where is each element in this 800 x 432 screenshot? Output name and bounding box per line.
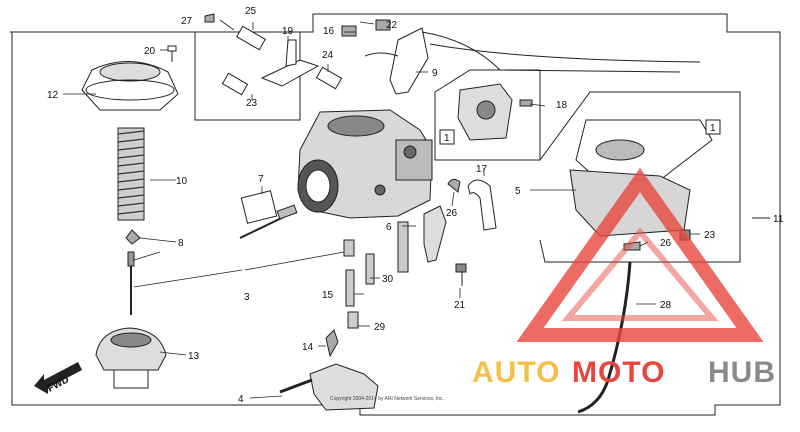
fwd-arrow-icon (34, 362, 82, 394)
clip-icon (125, 229, 141, 245)
jet-icon (343, 221, 409, 329)
valve-box (434, 69, 541, 161)
callout-label: 28 (660, 300, 672, 311)
watermark-moto: MOTO (572, 356, 665, 389)
callout-label: 30 (382, 274, 394, 285)
callout-label: 22 (386, 20, 398, 31)
screw-icon (455, 263, 467, 286)
diaphragm-icon (95, 327, 167, 389)
watermark-logo-icon (516, 167, 764, 342)
screw-icon (167, 45, 177, 62)
callout-label: 23 (704, 230, 716, 241)
callout-label: 24 (322, 50, 334, 61)
callout-label: 3 (244, 292, 250, 303)
callout-label: 5 (515, 186, 521, 197)
callout-label: 16 (323, 26, 335, 37)
callout-label: 18 (556, 100, 568, 111)
callout-label: 15 (322, 290, 334, 301)
callout-label: 12 (47, 90, 59, 101)
carburetor-icon (297, 109, 433, 219)
callout-label: 9 (432, 68, 438, 79)
clamp-icon (447, 178, 461, 193)
callout-box-label: 1 (444, 133, 450, 144)
screw-icon (325, 329, 339, 358)
callout-label: 6 (386, 222, 392, 233)
callout-label: 14 (302, 342, 314, 353)
callout-label: 13 (188, 351, 200, 362)
callout-label: 26 (446, 208, 458, 219)
callout-box-label: 1 (710, 123, 716, 134)
callout-label: 20 (144, 46, 156, 57)
callout-label: 29 (374, 322, 386, 333)
callout-label: 23 (246, 98, 258, 109)
drain-tube-icon (577, 261, 632, 414)
spring-icon (117, 127, 145, 221)
copyright-text: Copyright 2004-2014 by ARI Network Servi… (330, 396, 444, 402)
needle-icon (127, 251, 135, 315)
watermark-text: AUTO MOTO HUB (472, 356, 776, 389)
callout-label: 7 (258, 174, 264, 185)
callout-label: 4 (238, 394, 244, 405)
bracket-icon (279, 363, 379, 411)
callout-label: 27 (181, 16, 193, 27)
clamp-icon (623, 241, 641, 251)
hose-icon (221, 25, 343, 96)
hose-icon (467, 179, 497, 231)
fuel-valve-icon (439, 83, 533, 145)
callout-label: 10 (176, 176, 188, 187)
choke-cable-icon (341, 19, 701, 95)
callout-label: 8 (178, 238, 184, 249)
watermark-hub: HUB (708, 356, 776, 389)
callout-label: 11 (773, 214, 784, 225)
callout-label: 19 (282, 26, 294, 37)
cap-icon (81, 61, 179, 111)
callout-label: 25 (245, 6, 257, 17)
callout-label: 26 (660, 238, 672, 249)
watermark-auto: AUTO (472, 356, 560, 389)
callout-label: 17 (476, 164, 488, 175)
clamp-icon (204, 13, 215, 23)
float-bowl-box (539, 91, 741, 263)
screw-icon (239, 190, 298, 239)
lever-icon (423, 205, 447, 263)
callout-label: 21 (454, 300, 466, 311)
